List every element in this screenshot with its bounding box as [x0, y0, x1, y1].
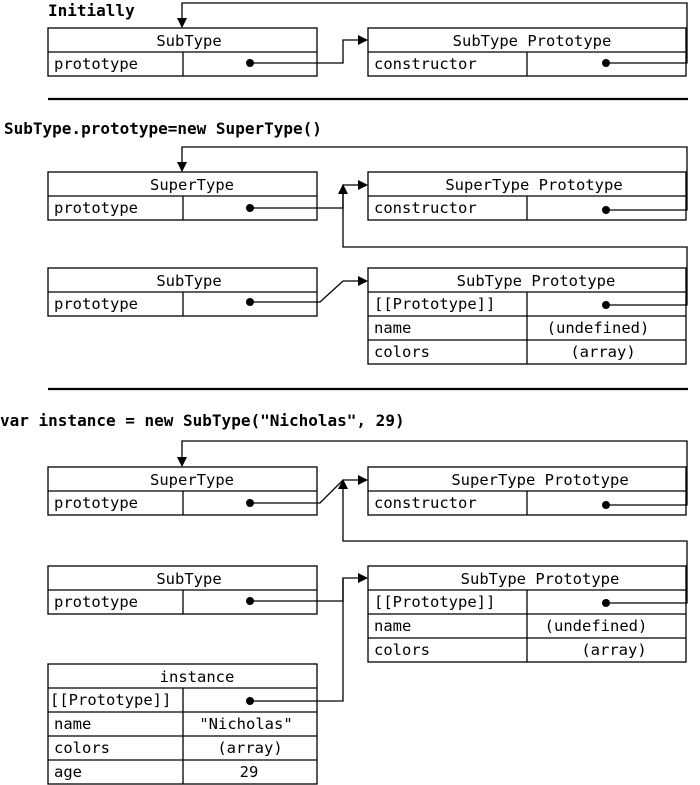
- table-key: prototype: [54, 593, 138, 611]
- pointer-super-constructor-to-supertype: [177, 440, 688, 509]
- table-value: (undefined): [545, 617, 648, 635]
- supertype-table: SuperType prototype: [47, 466, 318, 516]
- table-key: name: [54, 715, 91, 733]
- subtype-table: SubType prototype: [47, 565, 318, 615]
- table-key: [[Prototype]]: [374, 295, 495, 313]
- table-value: 29: [240, 763, 259, 781]
- section-heading: SubType.prototype=new SuperType(): [4, 119, 322, 138]
- subtype-prototype-table: SubType Prototype constructor: [367, 27, 687, 77]
- table-key: age: [54, 763, 82, 781]
- table-title: instance: [160, 668, 235, 686]
- subtype-table: SubType prototype: [47, 27, 318, 77]
- section-heading: Initially: [48, 1, 135, 20]
- pointer-constructor-to-subtype: [177, 2, 688, 67]
- table-key: [[Prototype]]: [50, 691, 171, 709]
- table-key: prototype: [54, 494, 138, 512]
- instance-table: instance [[Prototype]] name "Nicholas" c…: [47, 663, 318, 785]
- pointer-subtype-to-prototype: [246, 276, 368, 306]
- table-key: [[Prototype]]: [374, 593, 495, 611]
- table-title: SuperType Prototype: [451, 471, 628, 489]
- table-key: name: [374, 617, 411, 635]
- table-key: colors: [54, 739, 110, 757]
- pointer-super-constructor-to-supertype: [177, 146, 688, 214]
- table-value: "Nicholas": [199, 715, 292, 733]
- table-key: prototype: [54, 199, 138, 217]
- table-title: SubType: [156, 32, 221, 50]
- table-title: SuperType: [150, 471, 234, 489]
- table-key: constructor: [374, 55, 477, 73]
- pointer-subtype-to-prototype: [246, 35, 368, 67]
- table-title: SuperType: [150, 176, 234, 194]
- table-key: prototype: [54, 55, 138, 73]
- subtype-prototype-table: SubType Prototype [[Prototype]] name (un…: [367, 267, 687, 365]
- table-title: SubType Prototype: [457, 272, 616, 290]
- table-key: colors: [374, 641, 430, 659]
- supertype-prototype-table: SuperType Prototype constructor: [367, 171, 687, 221]
- table-key: constructor: [374, 494, 477, 512]
- subtype-prototype-table: SubType Prototype [[Prototype]] name (un…: [367, 565, 687, 663]
- pointer-sub-proto-to-super-proto: [338, 479, 688, 607]
- table-title: SubType Prototype: [461, 570, 620, 588]
- table-title: SuperType Prototype: [445, 176, 622, 194]
- table-title: SubType Prototype: [453, 32, 612, 50]
- table-key: constructor: [374, 199, 477, 217]
- table-title: SubType: [156, 272, 221, 290]
- pointer-sub-proto-to-super-proto: [338, 184, 688, 309]
- pointer-supertype-to-prototype: [246, 475, 368, 507]
- supertype-prototype-table: SuperType Prototype constructor: [367, 466, 687, 516]
- table-key: colors: [374, 343, 430, 361]
- pointer-instance-to-sub-proto: [246, 578, 344, 705]
- table-key: prototype: [54, 295, 138, 313]
- table-value: (array): [217, 739, 282, 757]
- supertype-table: SuperType prototype: [47, 171, 318, 221]
- table-value: (undefined): [547, 319, 650, 337]
- section-heading: var instance = new SubType("Nicholas", 2…: [0, 411, 405, 430]
- table-value: (array): [570, 343, 635, 361]
- table-value: (array): [581, 641, 646, 659]
- table-key: name: [374, 319, 411, 337]
- subtype-table: SubType prototype: [47, 267, 318, 317]
- table-title: SubType: [156, 570, 221, 588]
